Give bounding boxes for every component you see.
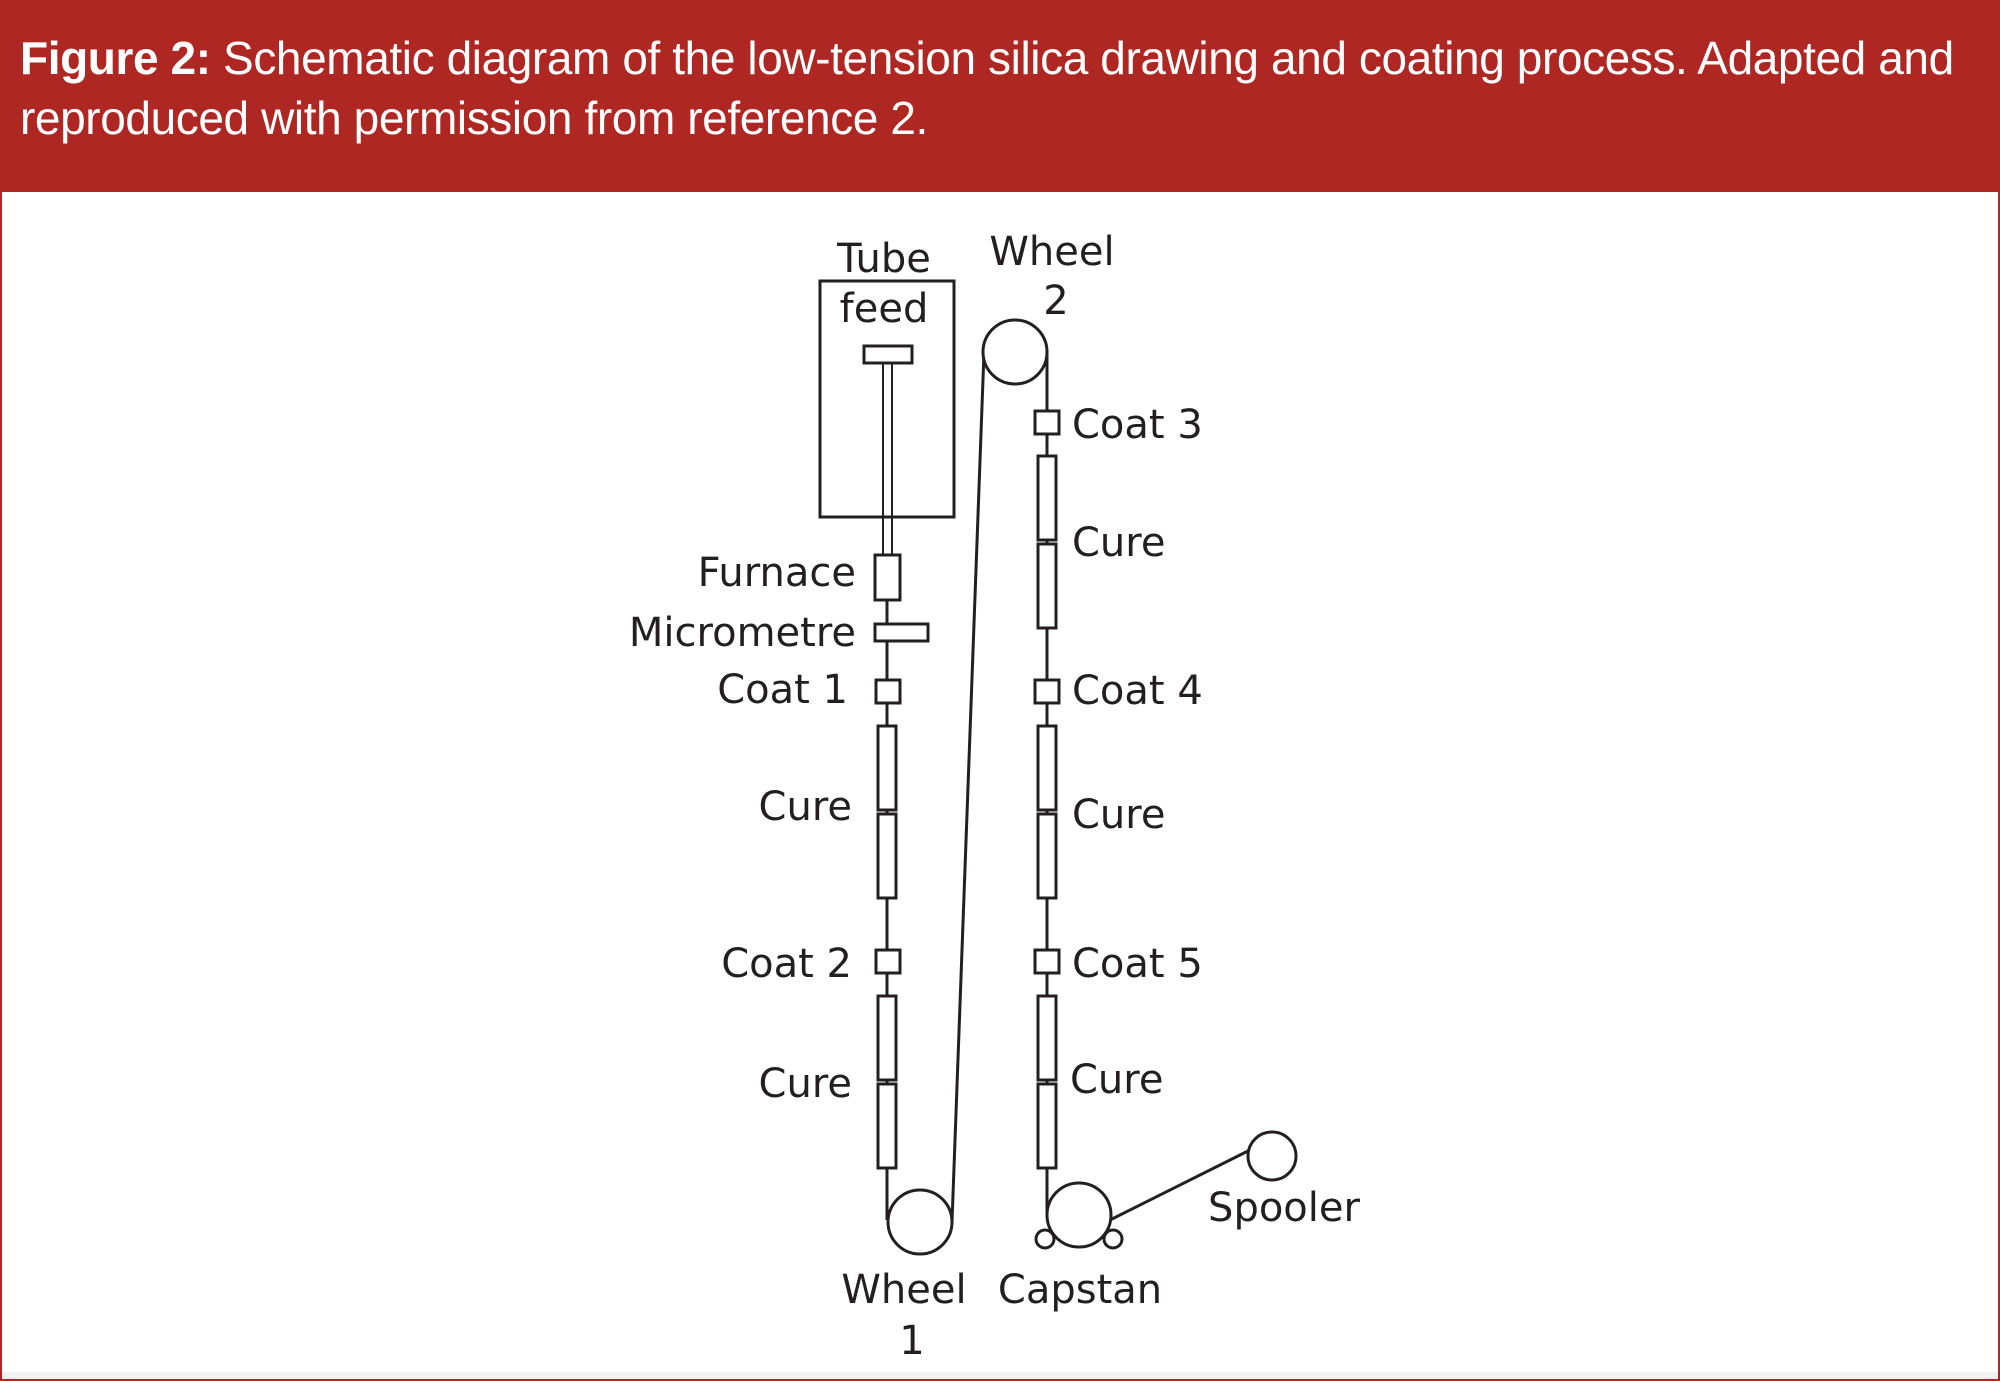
capstan-label: Capstan [998, 1267, 1162, 1313]
tube-feed-holder [862, 344, 914, 365]
wheel-2-label-line1: Wheel [989, 229, 1114, 275]
cure-3-upper [1036, 454, 1058, 542]
cure-4-label: Cure [1072, 792, 1165, 838]
wheel-2-label-line2: 2 [1043, 278, 1068, 324]
wheel-1-label-line1: Wheel [841, 1267, 966, 1313]
furnace-label: Furnace [698, 550, 856, 596]
spooler-label: Spooler [1208, 1185, 1360, 1231]
coat-4-applicator [1033, 678, 1061, 705]
figure-caption: Figure 2: Schematic diagram of the low-t… [20, 28, 1980, 148]
cure-5-upper [1036, 994, 1058, 1082]
capstan [1045, 1181, 1113, 1249]
caption-bar: Figure 2: Schematic diagram of the low-t… [2, 2, 1998, 192]
furnace [873, 553, 902, 602]
cure-1-upper [876, 724, 898, 812]
bottom-rule [2, 1372, 1998, 1379]
coat-2-applicator [874, 948, 902, 975]
tube-feed-label-line2: feed [840, 286, 929, 332]
wheel-1-label-line2: 1 [899, 1318, 924, 1364]
cure-5-lower [1036, 1082, 1058, 1170]
micrometre-label: Micrometre [629, 610, 856, 656]
micrometre [873, 622, 930, 643]
capstan-roller-right [1102, 1228, 1124, 1250]
cure-1-label: Cure [759, 784, 852, 830]
cure-3-label: Cure [1072, 520, 1165, 566]
cure-1-lower [876, 812, 898, 900]
spooler [1246, 1130, 1298, 1182]
cure-2-label: Cure [759, 1061, 852, 1107]
cure-2-lower [876, 1082, 898, 1170]
cure-3-lower [1036, 542, 1058, 630]
coat-3-applicator [1033, 409, 1061, 436]
caption-lead: Figure 2: [20, 32, 211, 84]
fibre-crossing [950, 351, 986, 1223]
wheel-2 [981, 318, 1049, 386]
coat-3-label: Coat 3 [1072, 402, 1203, 448]
caption-text: Schematic diagram of the low-tension sil… [20, 32, 1954, 144]
tube-feed-box [818, 279, 956, 519]
cure-5-label: Cure [1070, 1057, 1163, 1103]
coat-5-label: Coat 5 [1072, 941, 1203, 987]
coat-4-label: Coat 4 [1072, 668, 1203, 714]
coat-2-label: Coat 2 [721, 941, 852, 987]
fibre-to-spooler [1109, 1145, 1257, 1222]
cure-4-lower [1036, 812, 1058, 900]
tube-feed-label-line1: Tube [836, 236, 931, 282]
cure-4-upper [1036, 724, 1058, 812]
cure-2-upper [876, 994, 898, 1082]
coat-1-label: Coat 1 [717, 667, 848, 713]
coat-5-applicator [1033, 948, 1061, 975]
wheel-1 [886, 1188, 954, 1256]
capstan-roller-left [1034, 1228, 1056, 1250]
coat-1-applicator [874, 678, 902, 705]
